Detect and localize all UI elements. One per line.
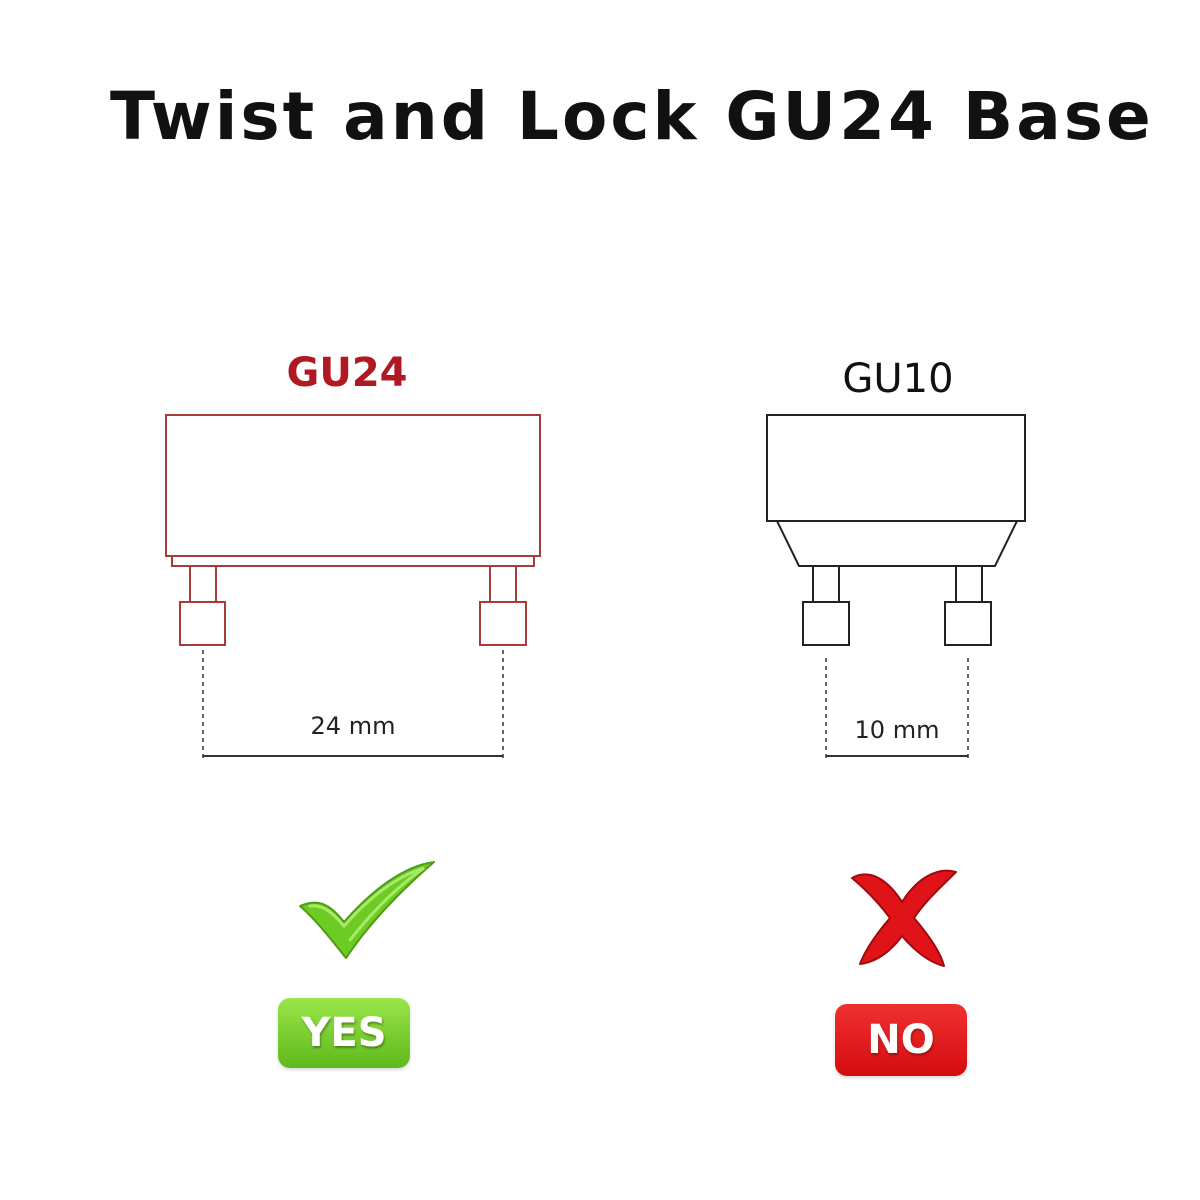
yes-badge: YES bbox=[278, 998, 410, 1068]
gu24-rim bbox=[171, 555, 535, 567]
gu10-label: GU10 bbox=[842, 356, 954, 402]
gu10-left-post bbox=[812, 565, 840, 603]
gu24-base-drawing bbox=[165, 414, 541, 646]
gu24-body bbox=[165, 414, 541, 557]
gu24-left-pin bbox=[179, 601, 226, 646]
gu24-dimension-lines bbox=[202, 650, 504, 760]
gu10-right-post bbox=[955, 565, 983, 603]
no-badge: NO bbox=[835, 1004, 967, 1076]
gu24-right-post bbox=[489, 565, 517, 603]
gu10-right-pin bbox=[944, 601, 992, 646]
gu24-dimension-label: 24 mm bbox=[310, 712, 396, 740]
page-title: Twist and Lock GU24 Base bbox=[110, 78, 1154, 155]
gu10-dimension-lines bbox=[825, 658, 969, 760]
gu10-dimension-label: 10 mm bbox=[854, 716, 940, 744]
gu24-left-post bbox=[189, 565, 217, 603]
gu10-left-pin bbox=[802, 601, 850, 646]
gu10-base-drawing bbox=[766, 414, 1026, 646]
cross-icon bbox=[851, 869, 957, 967]
check-icon bbox=[299, 861, 435, 959]
gu10-neck bbox=[775, 520, 1019, 567]
gu24-label: GU24 bbox=[286, 350, 408, 396]
gu24-right-pin bbox=[479, 601, 527, 646]
gu10-body bbox=[766, 414, 1026, 522]
